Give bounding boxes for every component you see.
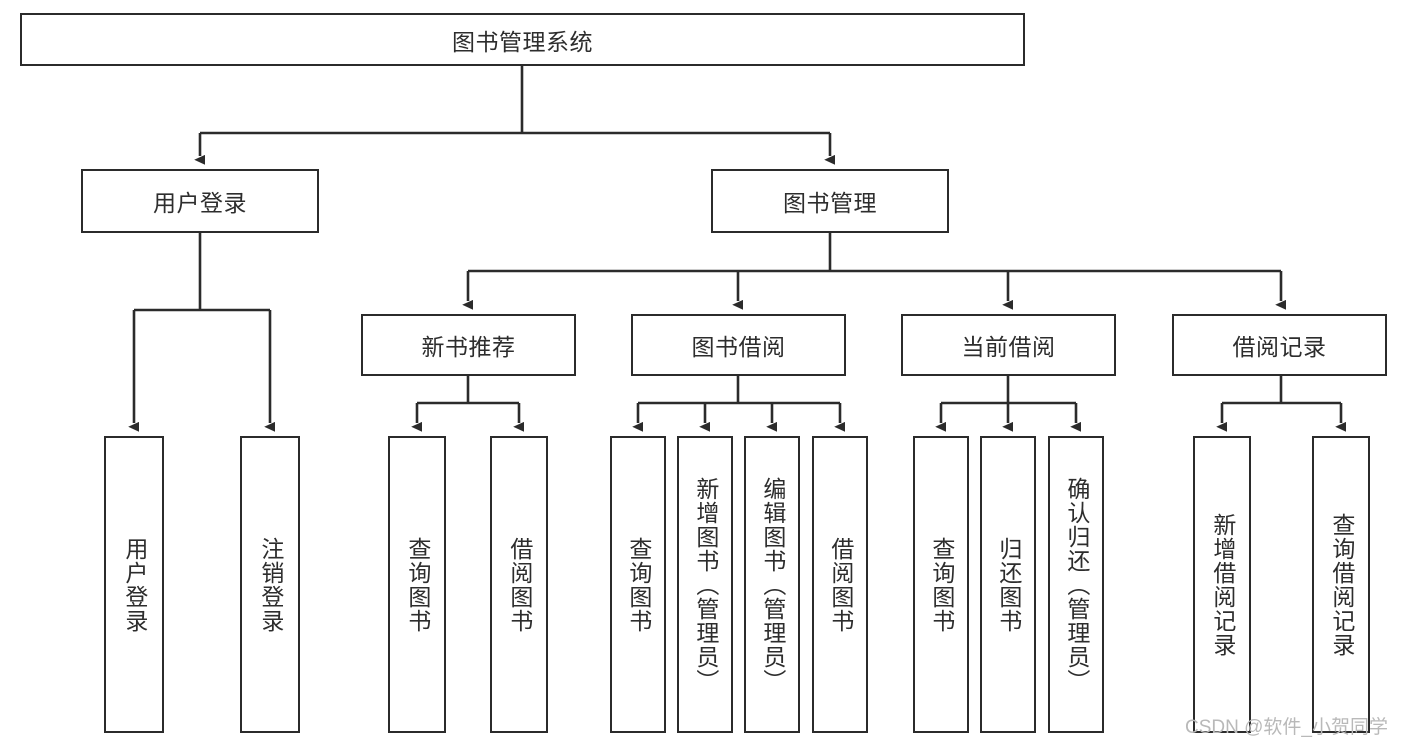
node-label: 借阅图书 <box>506 536 533 633</box>
node-user-login[interactable]: 用户登录 <box>81 169 319 233</box>
leaf-book-borrow-edit-book-admin[interactable]: 编辑图书（管理员） <box>744 436 800 733</box>
leaf-book-borrow-borrow-book[interactable]: 借阅图书 <box>812 436 868 733</box>
leaf-borrow-record-query-record[interactable]: 查询借阅记录 <box>1312 436 1370 733</box>
node-label: 图书借阅 <box>691 334 786 360</box>
node-label: 图书管理 <box>783 190 877 216</box>
node-label: 用户登录 <box>121 536 148 633</box>
leaf-user-login-login[interactable]: 用户登录 <box>104 436 164 733</box>
node-label: 用户登录 <box>153 190 247 216</box>
leaf-book-borrow-query-book[interactable]: 查询图书 <box>610 436 666 733</box>
node-label: 查询图书 <box>928 536 955 633</box>
node-label: 新增借阅记录 <box>1209 512 1236 657</box>
node-book-borrow[interactable]: 图书借阅 <box>631 314 846 376</box>
node-current-borrow[interactable]: 当前借阅 <box>901 314 1116 376</box>
leaf-new-book-query-book[interactable]: 查询图书 <box>388 436 446 733</box>
leaf-current-borrow-query-book[interactable]: 查询图书 <box>913 436 969 733</box>
node-label: 当前借阅 <box>961 334 1056 360</box>
leaf-new-book-borrow-book[interactable]: 借阅图书 <box>490 436 548 733</box>
node-label: 查询图书 <box>625 536 652 633</box>
node-label: 归还图书 <box>995 536 1022 633</box>
leaf-current-borrow-confirm-return-admin[interactable]: 确认归还（管理员） <box>1048 436 1104 733</box>
node-label: 新书推荐 <box>421 334 516 360</box>
node-label: 查询图书 <box>404 536 431 633</box>
node-label: 确认归还（管理员） <box>1063 476 1090 693</box>
csdn-watermark: CSDN @软件_小贺同学 <box>1185 717 1388 738</box>
node-label: 借阅图书 <box>827 536 854 633</box>
node-label: 新增图书（管理员） <box>692 476 719 693</box>
node-label: 编辑图书（管理员） <box>759 476 786 693</box>
leaf-borrow-record-add-record[interactable]: 新增借阅记录 <box>1193 436 1251 733</box>
node-root-book-management-system[interactable]: 图书管理系统 <box>20 13 1025 66</box>
node-label: 注销登录 <box>257 536 284 633</box>
node-label: 查询借阅记录 <box>1328 512 1355 657</box>
node-label: 图书管理系统 <box>452 28 593 55</box>
node-borrow-record[interactable]: 借阅记录 <box>1172 314 1387 376</box>
node-book-management[interactable]: 图书管理 <box>711 169 949 233</box>
leaf-book-borrow-add-book-admin[interactable]: 新增图书（管理员） <box>677 436 733 733</box>
leaf-user-login-logout[interactable]: 注销登录 <box>240 436 300 733</box>
node-new-book-recommend[interactable]: 新书推荐 <box>361 314 576 376</box>
leaf-current-borrow-return-book[interactable]: 归还图书 <box>980 436 1036 733</box>
node-label: 借阅记录 <box>1232 334 1327 360</box>
